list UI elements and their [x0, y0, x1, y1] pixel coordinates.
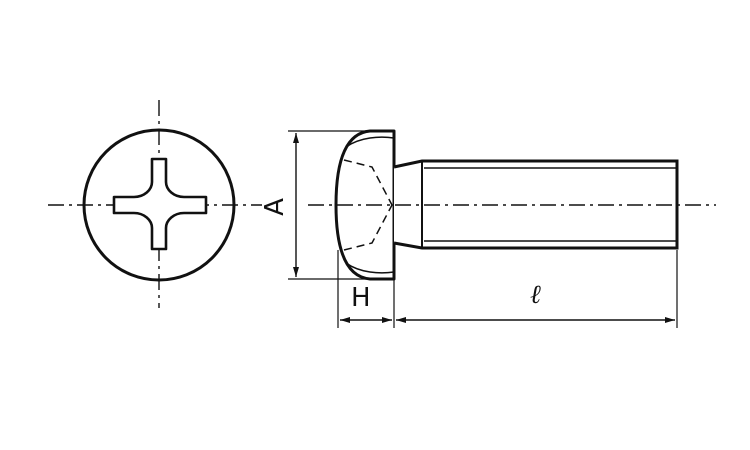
dimension-lines — [288, 130, 678, 328]
dimension-label-length: ℓ — [530, 280, 541, 310]
phillips-recess-cross — [112, 157, 208, 251]
side-view — [308, 129, 716, 281]
head-outline-circle — [82, 128, 236, 282]
head-crown-inner-line — [345, 136, 395, 148]
head-bottom-inner-line — [345, 262, 395, 274]
recess-hidden-line-top — [343, 159, 393, 206]
top-view — [48, 100, 262, 308]
recess-hidden-line-bottom — [343, 204, 393, 251]
dimension-label-head-diameter: A — [259, 198, 290, 216]
screw-head-outline — [334, 129, 396, 281]
dimension-label-head-height: H — [351, 283, 371, 313]
